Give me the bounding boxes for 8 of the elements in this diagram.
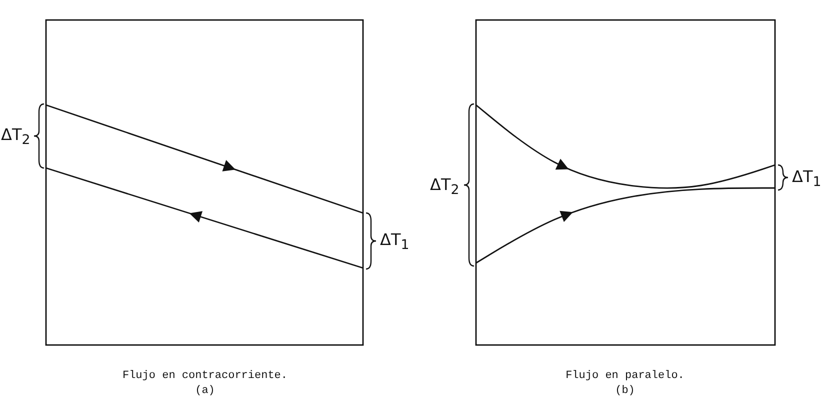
caption: Flujo en contracorriente. — [122, 370, 288, 382]
caption: (a) — [195, 385, 215, 397]
temperature-difference-label: ΔT$_{1}$ — [792, 167, 822, 190]
temperature-difference-label: ΔT$_{2}$ — [430, 175, 460, 198]
caption: (b) — [615, 385, 635, 397]
temperature-difference-label: ΔT$_{2}$ — [1, 125, 30, 148]
temperature-difference-label: ΔT$_{1}$ — [380, 230, 410, 254]
caption: Flujo en paralelo. — [566, 370, 684, 382]
